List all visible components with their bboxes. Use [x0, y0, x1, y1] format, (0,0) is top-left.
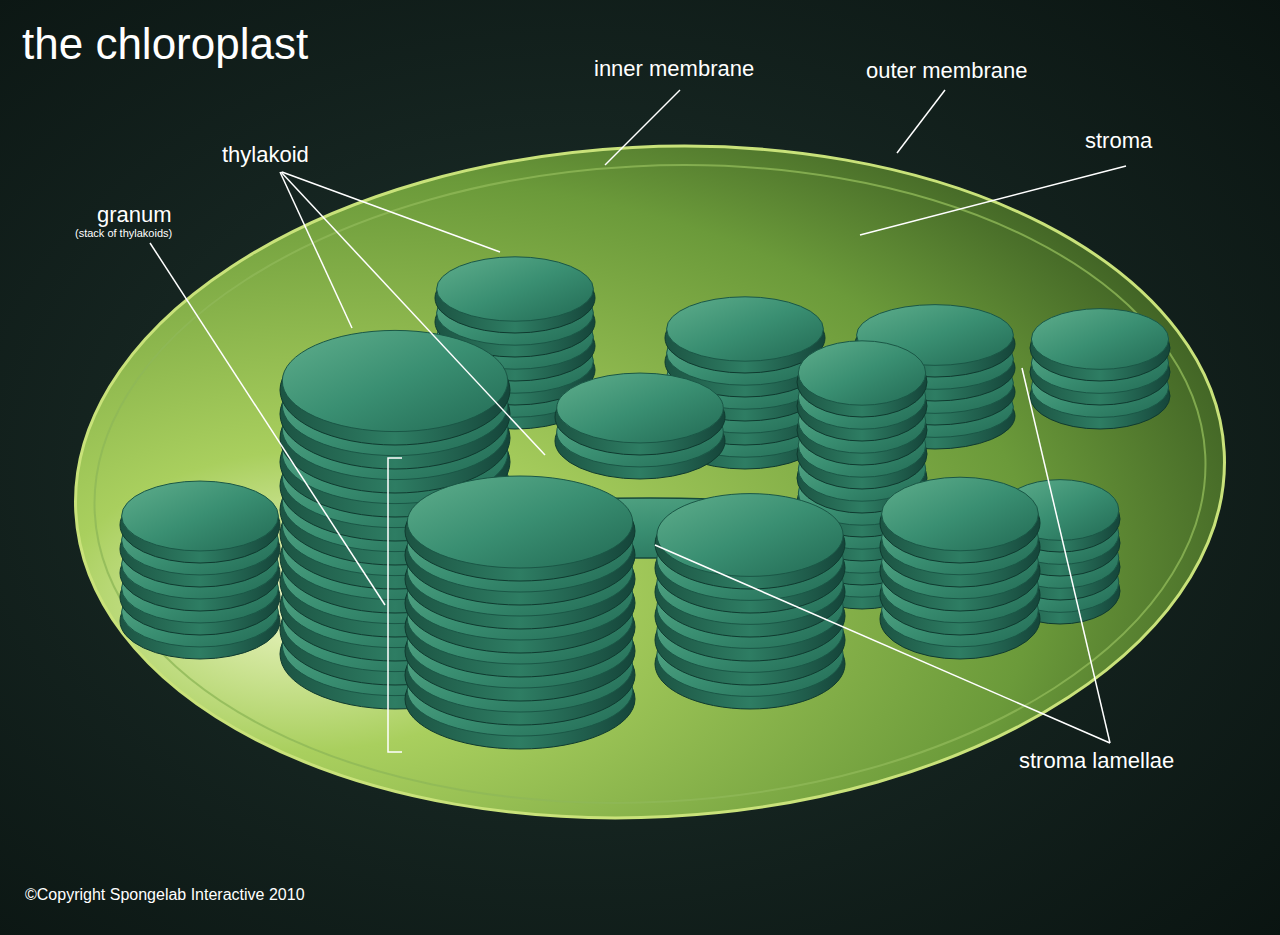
- grana-stacks: [120, 257, 1170, 749]
- part-label: granum: [97, 203, 172, 227]
- diagram-title: the chloroplast: [22, 20, 308, 68]
- part-label: stroma: [1085, 129, 1152, 153]
- granum-stack: [405, 476, 635, 749]
- part-note: (stack of thylakoids): [75, 227, 172, 239]
- leader-lines: [150, 90, 1126, 752]
- copyright-notice: ©Copyright Spongelab Interactive 2010: [25, 886, 305, 904]
- granum-stack: [1030, 309, 1170, 429]
- part-label: outer membrane: [866, 59, 1027, 83]
- granum-stack: [555, 373, 725, 479]
- part-label: inner membrane: [594, 57, 754, 81]
- part-label: stroma lamellae: [1019, 749, 1174, 773]
- granum-stack: [120, 481, 280, 659]
- granum-stack: [880, 477, 1040, 659]
- part-label: thylakoid: [222, 143, 309, 167]
- outer-membrane: [58, 117, 1241, 846]
- granum-stack: [655, 494, 845, 709]
- inner-membrane: [78, 137, 1222, 830]
